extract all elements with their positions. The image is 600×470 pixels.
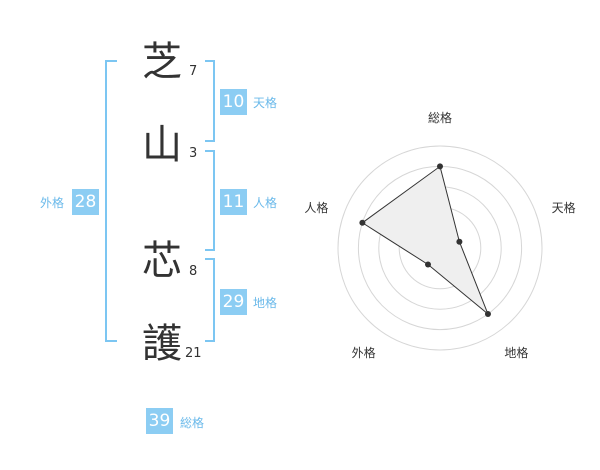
stroke-count-3: 8 [189, 264, 198, 279]
name-char-3: 芯 [142, 238, 182, 284]
jinkaku-value: 11 [220, 189, 247, 215]
radar-axis-label-5: 人格 [304, 200, 328, 215]
soukaku-value: 39 [146, 408, 173, 434]
gaikaku-bracket [105, 60, 117, 342]
radar-point-5 [359, 219, 366, 226]
stroke-count-4: 21 [185, 346, 202, 361]
gaikaku-value: 28 [72, 189, 99, 215]
gaikaku-label: 外格 [40, 196, 65, 210]
name-char-1: 芝 [142, 39, 182, 85]
radar-point-1 [437, 163, 443, 170]
radar-point-4 [425, 261, 432, 268]
chikaku-label: 地格 [253, 296, 278, 310]
tenkaku-bracket [205, 60, 215, 142]
stroke-count-1: 7 [189, 64, 198, 79]
radar-axis-label-3: 地格 [504, 345, 528, 360]
chikaku-bracket [205, 258, 215, 342]
radar-grid-ring [337, 145, 543, 351]
radar-point-3 [484, 311, 491, 318]
name-char-4: 護 [142, 321, 182, 367]
chikaku-value: 29 [220, 289, 247, 315]
stroke-count-2: 3 [189, 146, 198, 161]
jinkaku-bracket [205, 150, 215, 251]
soukaku-label: 総格 [180, 416, 205, 430]
radar-point-2 [456, 238, 463, 245]
name-char-2: 山 [142, 122, 182, 168]
radar-area [361, 165, 489, 315]
jinkaku-label: 人格 [253, 196, 278, 210]
radar-axis-label-4: 外格 [352, 345, 376, 360]
radar-axis-label-2: 天格 [552, 200, 576, 215]
tenkaku-value: 10 [220, 89, 247, 115]
tenkaku-label: 天格 [253, 96, 278, 110]
radar-axis-label-1: 総格 [428, 110, 452, 125]
